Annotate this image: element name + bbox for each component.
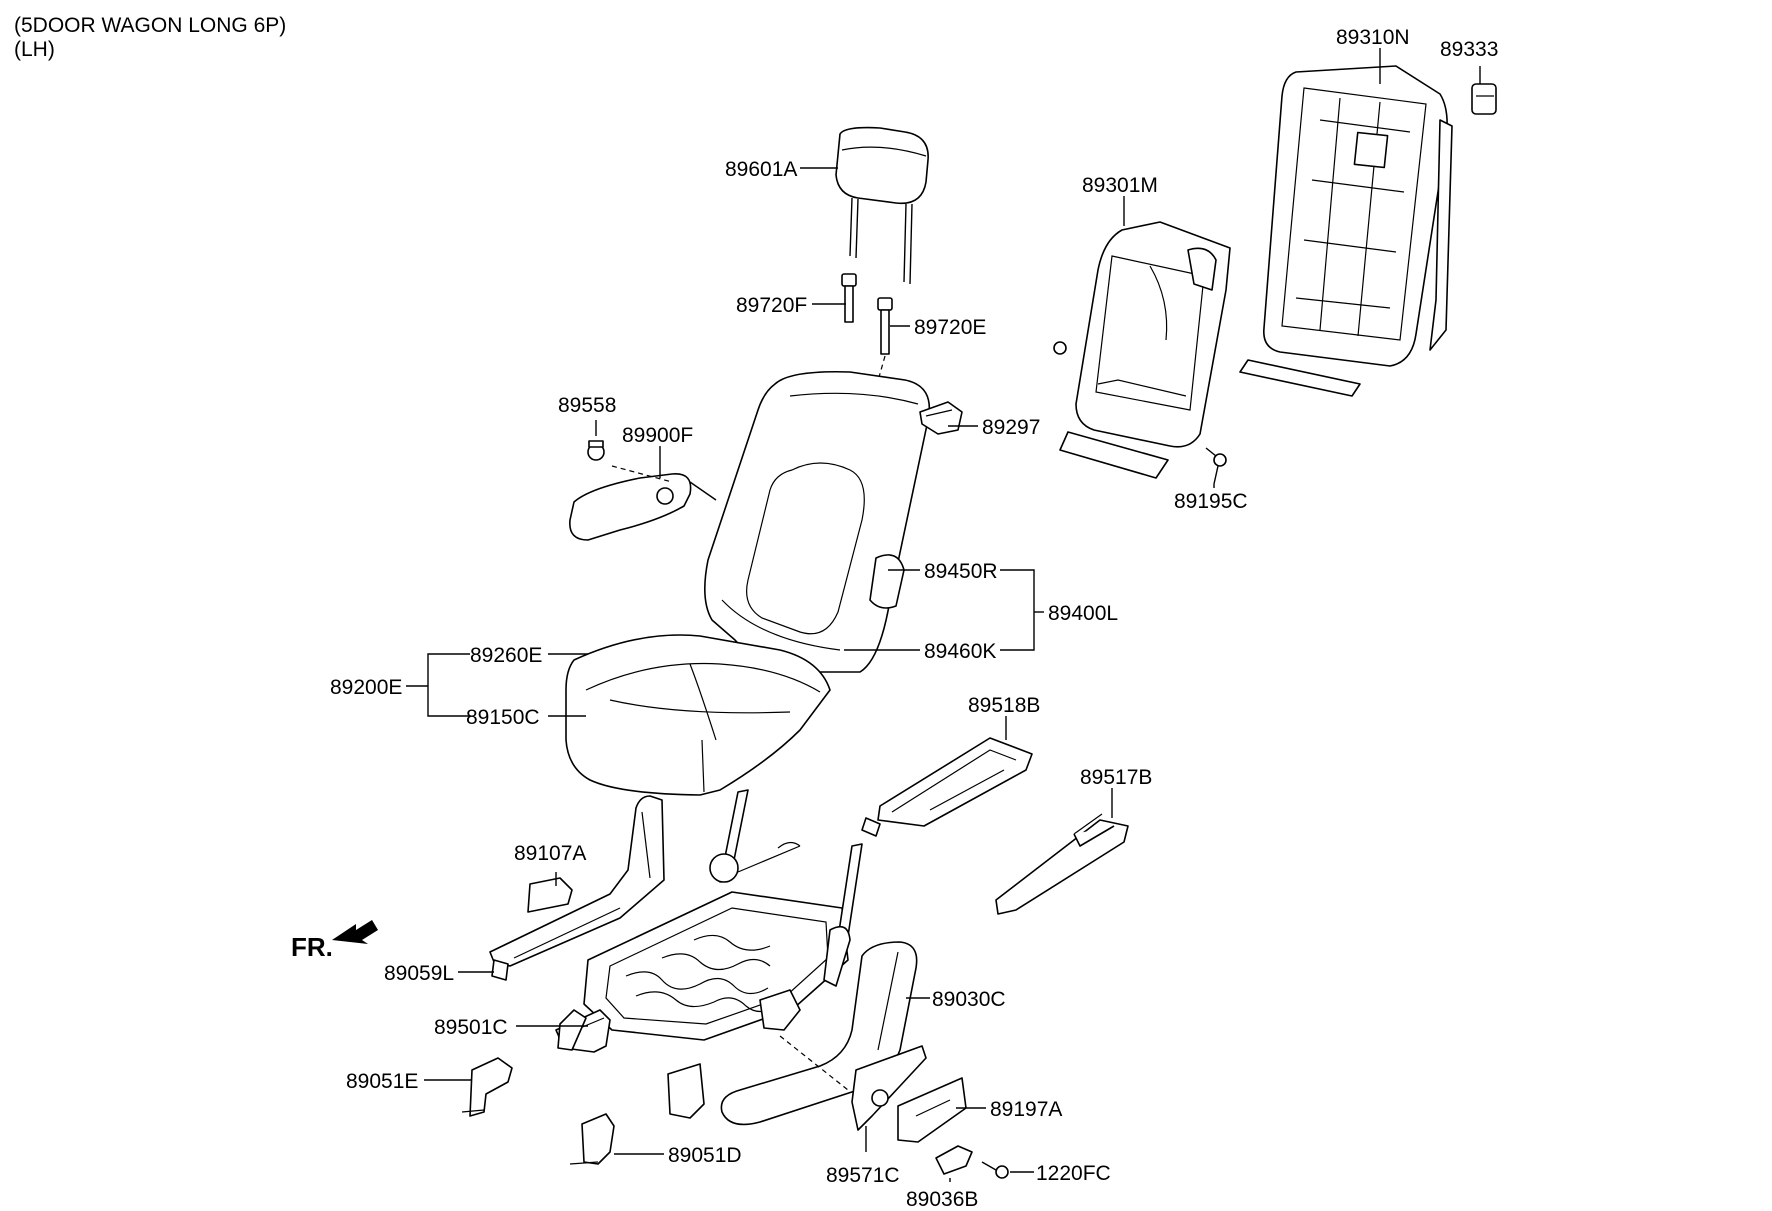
bolt-89195c-drawing [1205,447,1227,485]
callout-89030c: 89030C [932,988,1006,1011]
seatback-drawing [689,370,930,673]
bracket-89051e-drawing [461,1057,513,1117]
callout-89150c: 89150C [466,706,540,729]
leader-lines [406,48,1481,1182]
callout-89518b: 89518B [968,694,1040,717]
handle-89036b-drawing [935,1145,973,1175]
callout-89900f: 89900F [622,424,693,447]
track-cover-89517b-drawing [995,813,1129,915]
callout-89301m: 89301M [1082,174,1158,197]
callout-89517b: 89517B [1080,766,1152,789]
armrest-drawing [569,465,692,541]
callout-89333: 89333 [1440,38,1498,61]
headrest-drawing [835,126,929,285]
seat-cushion-drawing [565,634,831,796]
callout-89195c: 89195C [1174,490,1248,513]
callout-89450r: 89450R [924,560,998,583]
callout-89051e: 89051E [346,1070,418,1093]
back-panel-drawing [1239,65,1453,397]
front-arrow-icon [332,920,378,944]
callout-89260e: 89260E [470,644,542,667]
callout-labels: 89310N 89333 89601A 89301M 89720F 89720E… [330,26,1498,1211]
callout-89059l: 89059L [384,962,454,985]
headrest-guide-left [841,273,857,323]
clip-89558-drawing [587,440,605,461]
model-title: (5DOOR WAGON LONG 6P) [14,14,287,37]
callout-89400l: 89400L [1048,602,1118,625]
callout-89460k: 89460K [924,640,996,663]
callout-89720f: 89720F [736,294,807,317]
callout-89107a: 89107A [514,842,586,865]
track-cover-89518b-drawing [861,737,1033,837]
callout-89051d: 89051D [668,1144,742,1167]
callout-89310n: 89310N [1336,26,1410,49]
callout-89197a: 89197A [990,1098,1062,1121]
callout-89720e: 89720E [914,316,986,339]
seatback-frame-drawing [1053,221,1231,479]
seat-frame-drawing [555,789,863,1119]
knob-89333-drawing [1471,83,1497,115]
front-label: FR. [291,932,333,962]
callout-89036b: 89036B [906,1188,978,1211]
side-bracket-drawing [489,795,665,981]
bracket-89051d-drawing [569,1113,615,1165]
side-label: (LH) [14,38,55,61]
front-direction-marker: FR. [291,920,378,962]
callout-89601a: 89601A [725,158,797,181]
callout-89297: 89297 [982,416,1040,439]
cover-89571c-drawing [851,1045,927,1131]
callout-89200e: 89200E [330,676,402,699]
callout-1220fc: 1220FC [1036,1162,1111,1185]
callout-89558: 89558 [558,394,616,417]
callout-89501c: 89501C [434,1016,508,1039]
cover-89197a-drawing [897,1077,967,1143]
screw-1220fc-drawing [981,1161,1009,1179]
bracket-89107a-drawing [527,877,573,913]
callout-89571c: 89571C [826,1164,900,1187]
